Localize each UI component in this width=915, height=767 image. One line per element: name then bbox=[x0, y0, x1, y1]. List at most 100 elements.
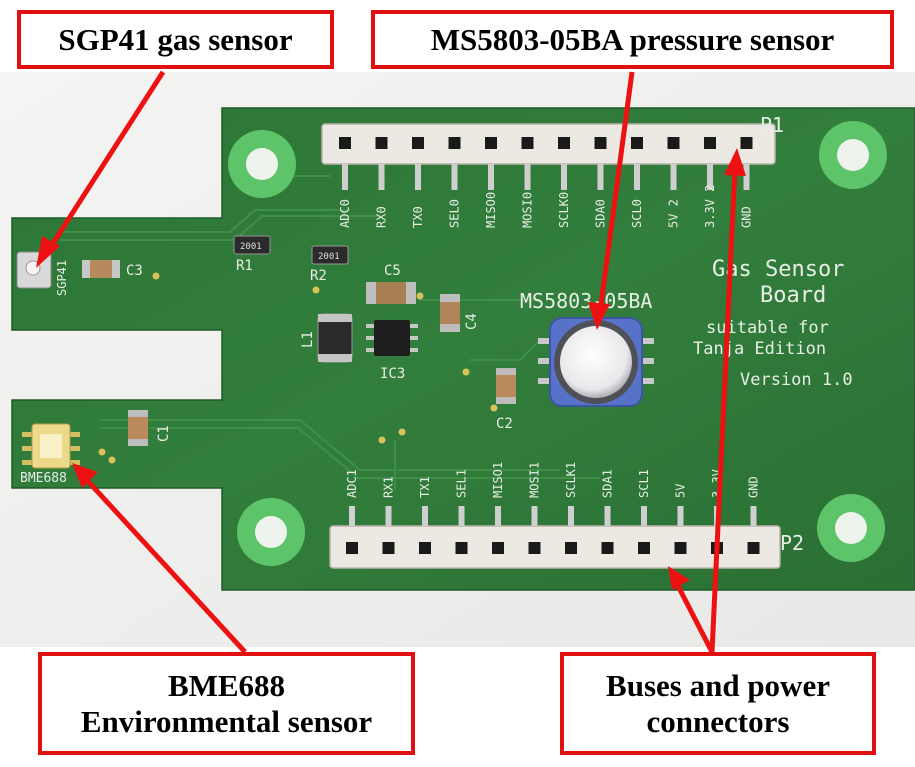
p2-pin-hole bbox=[419, 542, 431, 554]
callout-buses: Buses and power connectors bbox=[560, 652, 876, 755]
p2-pin-hole bbox=[565, 542, 577, 554]
capacitor-c3: C3 bbox=[82, 260, 143, 279]
arrow-bus-p2-head bbox=[668, 566, 690, 590]
vias bbox=[98, 272, 498, 464]
p1-pin-label: SDA0 bbox=[594, 199, 608, 228]
p1-pin-label: SCL0 bbox=[630, 199, 644, 228]
callout-buses-line2: connectors bbox=[646, 703, 790, 739]
r1-marking: 2001 bbox=[240, 242, 262, 252]
p1-pin-hole bbox=[412, 137, 424, 149]
r1-label: R1 bbox=[236, 258, 253, 274]
p2-pin-label: MISO1 bbox=[491, 462, 505, 498]
p1-pin-label: 3.3V 2 bbox=[703, 185, 717, 228]
callout-sgp41: SGP41 gas sensor bbox=[17, 10, 334, 69]
p1-pin-hole bbox=[339, 137, 351, 149]
p2-pin-hole bbox=[346, 542, 358, 554]
p1-pin-hole bbox=[485, 137, 497, 149]
p1-pin-label: SEL0 bbox=[448, 199, 462, 228]
p1-pin-hole bbox=[667, 137, 680, 149]
arrow-ms5803 bbox=[597, 71, 635, 313]
mounting-holes bbox=[228, 121, 887, 566]
arrow-bme688-head bbox=[72, 463, 98, 488]
p2-pin-hole bbox=[601, 542, 614, 554]
resistor-r1: 2001 R1 bbox=[233, 235, 271, 274]
r2-label: R2 bbox=[310, 268, 327, 284]
callout-bme688: BME688 Environmental sensor bbox=[38, 652, 415, 755]
p2-pin-label: SCLK1 bbox=[564, 462, 578, 498]
p2-pin-label: MOSI1 bbox=[528, 462, 542, 498]
arrow-ms5803-head bbox=[588, 302, 610, 330]
board-title-line2: Board bbox=[760, 283, 826, 308]
p2-pin-label: SDA1 bbox=[601, 469, 615, 498]
p1-pin-label: 5V 2 bbox=[667, 199, 681, 228]
r2-marking: 2001 bbox=[318, 252, 340, 262]
bme688-sensor: BME688 bbox=[20, 423, 80, 486]
p1-pin-hole bbox=[521, 137, 534, 149]
p2-pin-hole bbox=[747, 542, 760, 554]
p1-pin-label: GND bbox=[740, 206, 754, 228]
header-p1 bbox=[321, 123, 776, 190]
arrow-sgp41 bbox=[47, 70, 166, 250]
p2-pin-label: TX1 bbox=[418, 476, 432, 498]
p1-pin-label: TX0 bbox=[411, 206, 425, 228]
ic3-label: IC3 bbox=[380, 366, 405, 382]
p1-pin-hole bbox=[704, 137, 716, 149]
p1-pin-label: MOSI0 bbox=[521, 192, 535, 228]
c4-label: C4 bbox=[464, 313, 480, 330]
p2-pin-label: ADC1 bbox=[345, 469, 359, 498]
pcb-traces bbox=[60, 175, 600, 490]
p1-pin-hole bbox=[448, 137, 461, 149]
ic3-chip: IC3 bbox=[366, 320, 418, 382]
arrow-bus-p2 bbox=[673, 580, 715, 654]
c1-label: C1 bbox=[156, 425, 172, 442]
pcb-board bbox=[11, 107, 915, 591]
p2-pin-hole bbox=[455, 542, 468, 554]
p2-pin-label: 5V bbox=[674, 484, 688, 498]
p2-pin-label: GND bbox=[747, 476, 761, 498]
callout-ms5803-text: MS5803-05BA pressure sensor bbox=[430, 21, 835, 57]
l1-label: L1 bbox=[300, 331, 316, 348]
capacitor-c4: C4 bbox=[440, 294, 480, 332]
c3-label: C3 bbox=[126, 263, 143, 279]
arrow-sgp41-head bbox=[36, 236, 60, 268]
callout-bme688-line2: Environmental sensor bbox=[80, 703, 373, 739]
callout-bme688-line1: BME688 bbox=[167, 667, 286, 703]
inductor-l1: L1 bbox=[300, 313, 353, 363]
c5-label: C5 bbox=[384, 263, 401, 279]
p1-label: P1 bbox=[760, 113, 784, 137]
callout-sgp41-text: SGP41 gas sensor bbox=[58, 21, 293, 57]
header-p2 bbox=[329, 506, 781, 569]
ms5803-sensor: MS5803-05BA bbox=[520, 289, 654, 407]
bme688-board-label: BME688 bbox=[20, 471, 67, 486]
arrow-bme688 bbox=[83, 476, 247, 654]
board-subtitle-line2: Tanja Edition bbox=[693, 339, 826, 359]
callout-buses-line1: Buses and power bbox=[606, 667, 830, 703]
arrow-bus-p1-head bbox=[724, 148, 746, 176]
p2-pin-label: SEL1 bbox=[455, 469, 469, 498]
p1-pin-hole bbox=[631, 137, 643, 149]
p2-pin-hole bbox=[674, 542, 687, 554]
p1-pin-hole bbox=[558, 137, 570, 149]
c2-label: C2 bbox=[496, 416, 513, 432]
arrow-bus-p1 bbox=[709, 167, 738, 653]
p2-pin-label: RX1 bbox=[382, 476, 396, 498]
capacitor-c2: C2 bbox=[496, 368, 516, 432]
capacitor-c1: C1 bbox=[128, 410, 172, 446]
p1-pin-hole bbox=[594, 137, 607, 149]
p2-pin-hole bbox=[382, 542, 395, 554]
p2-pin-hole bbox=[528, 542, 541, 554]
p1-pin-label: SCLK0 bbox=[557, 192, 571, 228]
p2-pin-label: SCL1 bbox=[637, 469, 651, 498]
resistor-r2: 2001 R2 bbox=[310, 245, 349, 284]
p1-pin-label: ADC0 bbox=[338, 199, 352, 228]
board-title-line1: Gas Sensor bbox=[712, 257, 844, 282]
board-version: Version 1.0 bbox=[740, 370, 853, 390]
p1-pin-hole bbox=[740, 137, 753, 149]
sgp41-label: SGP41 bbox=[55, 260, 69, 296]
p2-pin-hole bbox=[492, 542, 504, 554]
board-subtitle-line1: suitable for bbox=[706, 318, 829, 338]
p2-label: P2 bbox=[780, 531, 804, 555]
